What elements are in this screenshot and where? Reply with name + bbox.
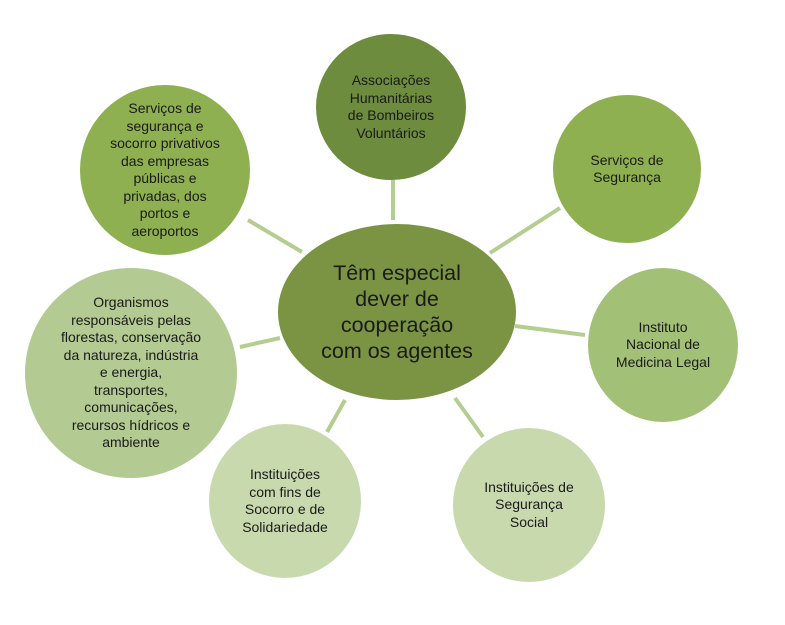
node-privativos: Serviços de segurança e socorro privativ… — [80, 85, 250, 255]
connector-organismos — [239, 336, 281, 349]
node-socorro-label: Instituições com fins de Socorro e de So… — [242, 466, 328, 535]
node-inml: Instituto Nacional de Medicina Legal — [588, 268, 738, 422]
node-bombeiros-label: Associações Humanitárias de Bombeiros Vo… — [347, 72, 435, 141]
node-privativos-label: Serviços de segurança e socorro privativ… — [110, 100, 220, 239]
node-seg-social: Instituições de Segurança Social — [453, 428, 605, 582]
node-seguranca-label: Serviços de Segurança — [590, 151, 664, 186]
connector-socorro — [325, 399, 347, 433]
connector-seg-social — [453, 396, 485, 439]
node-socorro: Instituições com fins de Socorro e de So… — [209, 424, 361, 578]
node-organismos-label: Organismos responsáveis pelas florestas,… — [60, 294, 202, 451]
node-inml-label: Instituto Nacional de Medicina Legal — [615, 318, 711, 370]
center-node: Têm especial dever de cooperação com os … — [278, 224, 516, 400]
node-bombeiros: Associações Humanitárias de Bombeiros Vo… — [316, 34, 466, 180]
center-label: Têm especial dever de cooperação com os … — [321, 261, 473, 363]
connector-seguranca — [488, 206, 562, 255]
connector-inml — [514, 324, 586, 337]
connector-privativos — [246, 218, 304, 254]
node-seg-social-label: Instituições de Segurança Social — [484, 478, 574, 530]
node-seguranca: Serviços de Segurança — [553, 95, 701, 243]
node-organismos: Organismos responsáveis pelas florestas,… — [25, 268, 237, 478]
